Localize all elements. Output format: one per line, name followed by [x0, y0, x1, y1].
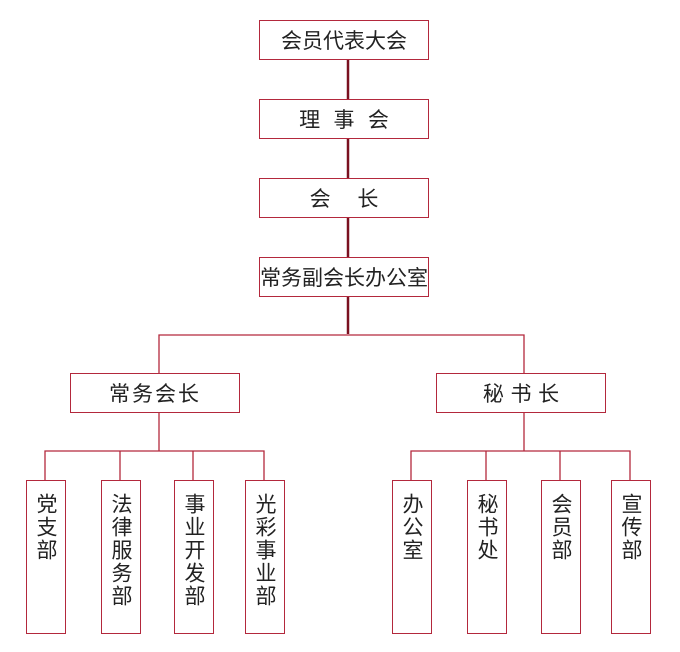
node-executive-president-label: 常务会长 [109, 382, 201, 406]
left-dept-bus [44, 450, 265, 480]
node-president: 会 长 [259, 178, 429, 218]
dept-guangcai-label: 光彩事业部 [253, 493, 277, 608]
branch-line-heads [158, 334, 525, 373]
dept-membership: 会员部 [541, 480, 581, 634]
node-secretary-general-label: 秘 书 长 [482, 382, 560, 406]
dept-legal-services-label: 法律服务部 [109, 493, 133, 608]
node-executive-president: 常务会长 [70, 373, 240, 413]
dept-party-branch-label: 党支部 [34, 493, 58, 562]
dept-legal-services: 法律服务部 [101, 480, 141, 634]
dept-party-branch: 党支部 [26, 480, 66, 634]
node-council-label: 理 事 会 [299, 108, 389, 132]
dept-secretariat-label: 秘书处 [475, 493, 499, 562]
node-assembly-label: 会员代表大会 [281, 29, 407, 53]
node-council: 理 事 会 [259, 99, 429, 139]
dept-office-label: 办公室 [400, 493, 424, 562]
dept-publicity: 宣传部 [611, 480, 651, 634]
dept-office: 办公室 [392, 480, 432, 634]
dept-business-development: 事业开发部 [174, 480, 214, 634]
dept-publicity-label: 宣传部 [619, 493, 643, 562]
dept-membership-label: 会员部 [549, 493, 573, 562]
node-vice-president-office-label: 常务副会长办公室 [260, 266, 428, 290]
node-president-label: 会 长 [309, 187, 379, 211]
dept-business-development-label: 事业开发部 [182, 493, 206, 608]
node-secretary-general: 秘 书 长 [436, 373, 606, 413]
node-assembly: 会员代表大会 [259, 20, 429, 60]
dept-secretariat: 秘书处 [467, 480, 507, 634]
right-dept-bus [410, 450, 631, 480]
node-vice-president-office: 常务副会长办公室 [259, 257, 429, 297]
dept-guangcai: 光彩事业部 [245, 480, 285, 634]
